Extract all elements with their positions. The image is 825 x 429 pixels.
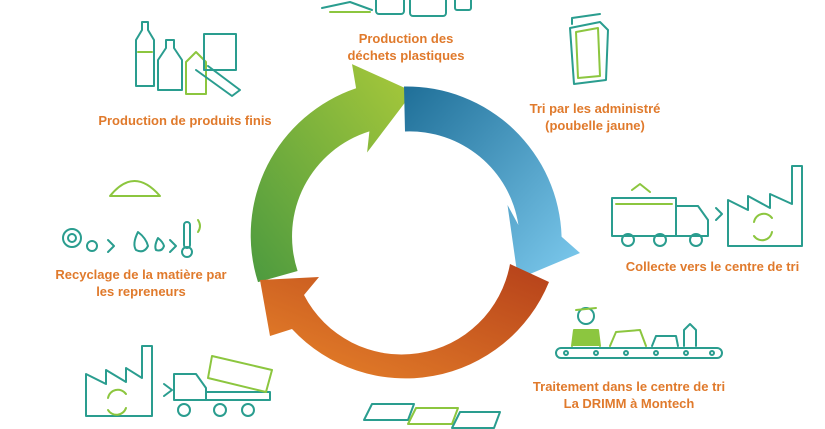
step-label-recyclage: Recyclage de la matière par les repreneu… <box>55 267 227 299</box>
step-label-tri-administres: Tri par les administré (poubelle jaune) <box>529 101 661 133</box>
step-label-production-dechets: Production des déchets plastiques <box>347 31 465 63</box>
recycling-bin-icon <box>569 13 609 85</box>
plastic-bales-icon <box>363 403 501 429</box>
step-label-collecte: Collecte vers le centre de tri <box>625 259 800 274</box>
cycle-arrow-orange <box>260 264 549 379</box>
sorting-conveyor-worker-icon <box>555 307 723 359</box>
cycle-arrow-blue <box>404 86 580 280</box>
plastic-waste-pile-icon <box>321 0 472 17</box>
truck-to-recycler-factory-icon <box>85 345 273 417</box>
step-label-production-produits-finis: Production de produits finis <box>98 113 272 128</box>
step-label-traitement: Traitement dans le centre de tri La DRIM… <box>532 379 726 411</box>
cycle-arrows <box>250 64 580 379</box>
truck-to-sorting-center-icon <box>611 165 803 247</box>
recycling-process-icon <box>62 180 201 258</box>
cycle-arrow-green <box>250 64 414 283</box>
finished-products-icon <box>135 21 241 97</box>
